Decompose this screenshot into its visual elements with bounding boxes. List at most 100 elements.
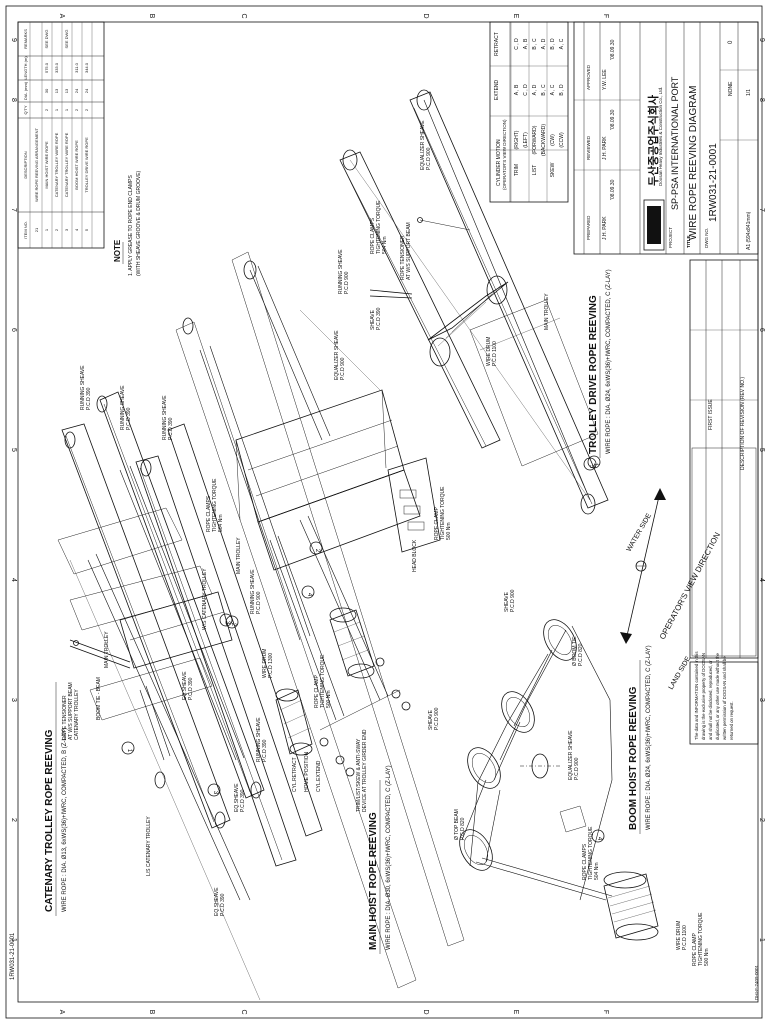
boom-hoist-rope-reeving: [459, 619, 659, 941]
label-tightening-torque: TIGHTENING TORQUE: [376, 200, 382, 254]
parts-table-cell: 24: [84, 88, 89, 93]
label-rope-clamps: ROPE CLAMPS: [582, 843, 588, 880]
dwg-no-label: DWG NO.: [704, 228, 709, 248]
confidential-line: written permission of DOOSAN and shall b…: [722, 656, 727, 740]
label-pcd: P.C.D 390: [262, 739, 268, 762]
confidential-line: The data and INFORMATION contained in th…: [694, 651, 699, 740]
item-balloon: [587, 455, 601, 469]
cyl-table-cell: A , D: [541, 38, 547, 49]
label-support-beam: AT W/S SUPPORT BEAM: [68, 682, 74, 740]
reviewed-label: REVIEWED: [586, 135, 591, 160]
project-name: SP-PSA INTERNATIONAL PORT: [670, 76, 680, 210]
cyl-table-cell: (RIGHT): [514, 130, 520, 149]
label-land-side: LAND SIDE: [668, 655, 693, 691]
label-cyl-retract: CYL.RETRACT: [292, 757, 298, 792]
parts-table-cell: 24: [74, 88, 79, 93]
prepared-label: PREPARED: [586, 215, 591, 240]
zone-number-left: 9: [10, 38, 17, 42]
boom-hoist-title: BOOM HOIST ROPE REEVING: [628, 686, 639, 830]
label-eq-sheave: EQ.SHEAVE: [234, 783, 240, 812]
label-wire-drum: WIRE DRUM: [262, 649, 268, 678]
label-torque: 500 Nm: [446, 522, 452, 540]
note-line-1: 1. APPLY GREASE TO ROPE END CLAMPS: [128, 175, 134, 276]
zone-number-left: 7: [10, 208, 17, 212]
zone-letter-bottom: D: [422, 1009, 429, 1014]
label-sheave: SHEAVE: [370, 309, 376, 330]
item-balloon: [225, 615, 239, 629]
zone-number-right: 9: [758, 38, 765, 42]
label-running-sheave: RUNNING SHEAVE: [338, 249, 344, 294]
label-head-block: HEAD BLOCK: [412, 539, 418, 572]
confidential-line: and shall not be disclosed, reproduced, …: [708, 660, 713, 740]
main-hoist-title: MAIN HOIST ROPE REEVING: [368, 812, 379, 950]
label-tls-device: DEVICE AT TROLLEY GIRDER END: [362, 729, 368, 812]
cyl-table-cell: B , C: [532, 38, 538, 50]
item-balloon-number: 4: [306, 593, 312, 597]
label-main-trolley: MAIN TROLLEY: [104, 631, 110, 668]
drawing-number: 1RW031-21-0001: [708, 143, 719, 222]
side-drawing-code: 1RW031-21-0001: [10, 932, 16, 980]
label-running-sheave: RUNNING SHEAVE: [162, 395, 168, 440]
parts-table-cell: 344.0: [84, 62, 89, 73]
label-pcd: P.C.D 900: [434, 707, 440, 730]
confidential-line: returned on request.: [729, 701, 734, 740]
label-running-sheave: RUNNING SHEAVE: [120, 385, 126, 430]
item-balloon-number: 1: [592, 463, 598, 467]
zone-letter-top: D: [422, 13, 429, 18]
item-balloon: [207, 783, 221, 797]
cyl-table-cell: (CCW): [559, 132, 565, 148]
zone-number-right: 3: [758, 698, 765, 702]
label-rope-clamp: ROPE CLAMP: [692, 933, 698, 966]
cyl-table-cell: A , D: [532, 84, 538, 95]
cyl-table-cell: B , D: [559, 84, 565, 96]
label-pcd: P.C.D 390: [126, 407, 132, 430]
date-reviewed: '08.09.30: [610, 109, 616, 130]
company-name-kr: 두산중공업주식회사: [646, 94, 660, 186]
main-hoist-wire-drum: [275, 688, 313, 756]
zone-letter-bottom: C: [240, 1009, 247, 1014]
label-home-position: HOME POSITION: [304, 751, 310, 792]
label-tightening-torque: TIGHTENING TORQUE: [320, 654, 326, 708]
item-balloon-number: 3: [212, 791, 218, 795]
cyl-table-col: RETRACT: [494, 32, 500, 56]
zone-number-right: 2: [758, 818, 765, 822]
zone-number-right: 4: [758, 578, 765, 582]
label-pcd: P.C.D 1300: [268, 653, 274, 678]
cyl-table-cell: A , B: [523, 38, 529, 49]
item-balloon: [121, 741, 135, 755]
rev-value: 0: [728, 40, 734, 44]
label-cyl-extend: CYL.EXTEND: [316, 760, 322, 792]
title-label: TITLE: [686, 236, 691, 249]
parts-table-cell: BOOM HOIST WIRE ROPE: [74, 140, 79, 190]
item-balloon: [309, 541, 323, 555]
catenary-spec: WIRE ROPE : DIA. Ø13, 6xWS(36)+IWRC, COM…: [62, 728, 68, 912]
main-hoist-spec: WIRE ROPE : DIA. Ø30, 6xWS(36)+IWRC, COM…: [386, 765, 392, 950]
parts-table-cell: WIRE ROPE REEVING ARRANGEMENT: [34, 127, 39, 202]
label-pcd: P.C.D 900: [340, 357, 346, 380]
label-equalizer-sheave: EQUALIZER SHEAVE: [334, 330, 340, 380]
label-pcd: P.C.D 390: [86, 387, 92, 410]
cyl-table-cell: A , C: [559, 38, 565, 49]
parts-table-header: DESCRIPTION: [23, 151, 28, 178]
approved-label: APPROVED: [586, 64, 591, 90]
checked-name: J.H. PARK: [602, 136, 608, 160]
cyl-table-cell: SKEW: [550, 162, 556, 177]
label-pcd: P.C.D 820: [578, 643, 584, 666]
zone-number-right: 7: [758, 208, 765, 212]
parts-table-cell: 333.0: [54, 62, 59, 73]
label-equalizer-sheave: EQUALIZER SHEAVE: [420, 120, 426, 170]
rev-first-issue: FIRST ISSUE: [708, 399, 714, 430]
label-tightening-torque: TIGHTENING TORQUE: [212, 478, 218, 532]
drawing-title: WIRE ROPE REEVING DIAGRAM: [688, 86, 699, 240]
label-eq-sheave: EQ.SHEAVE: [182, 671, 188, 700]
cyl-table-cell: (LEFT): [523, 132, 529, 148]
parts-table-header: DIA. (mm): [23, 81, 28, 100]
parts-table-cell: CATENARY TROLLEY WIRE ROPE: [54, 132, 59, 197]
main-hoist-wire-drum-2: [329, 607, 375, 679]
parts-table-cell: 1: [54, 108, 59, 111]
zone-number-left: 8: [10, 98, 17, 102]
date-approved: '08.09.30: [610, 39, 616, 60]
label-torque: 504 Nm: [218, 514, 224, 532]
